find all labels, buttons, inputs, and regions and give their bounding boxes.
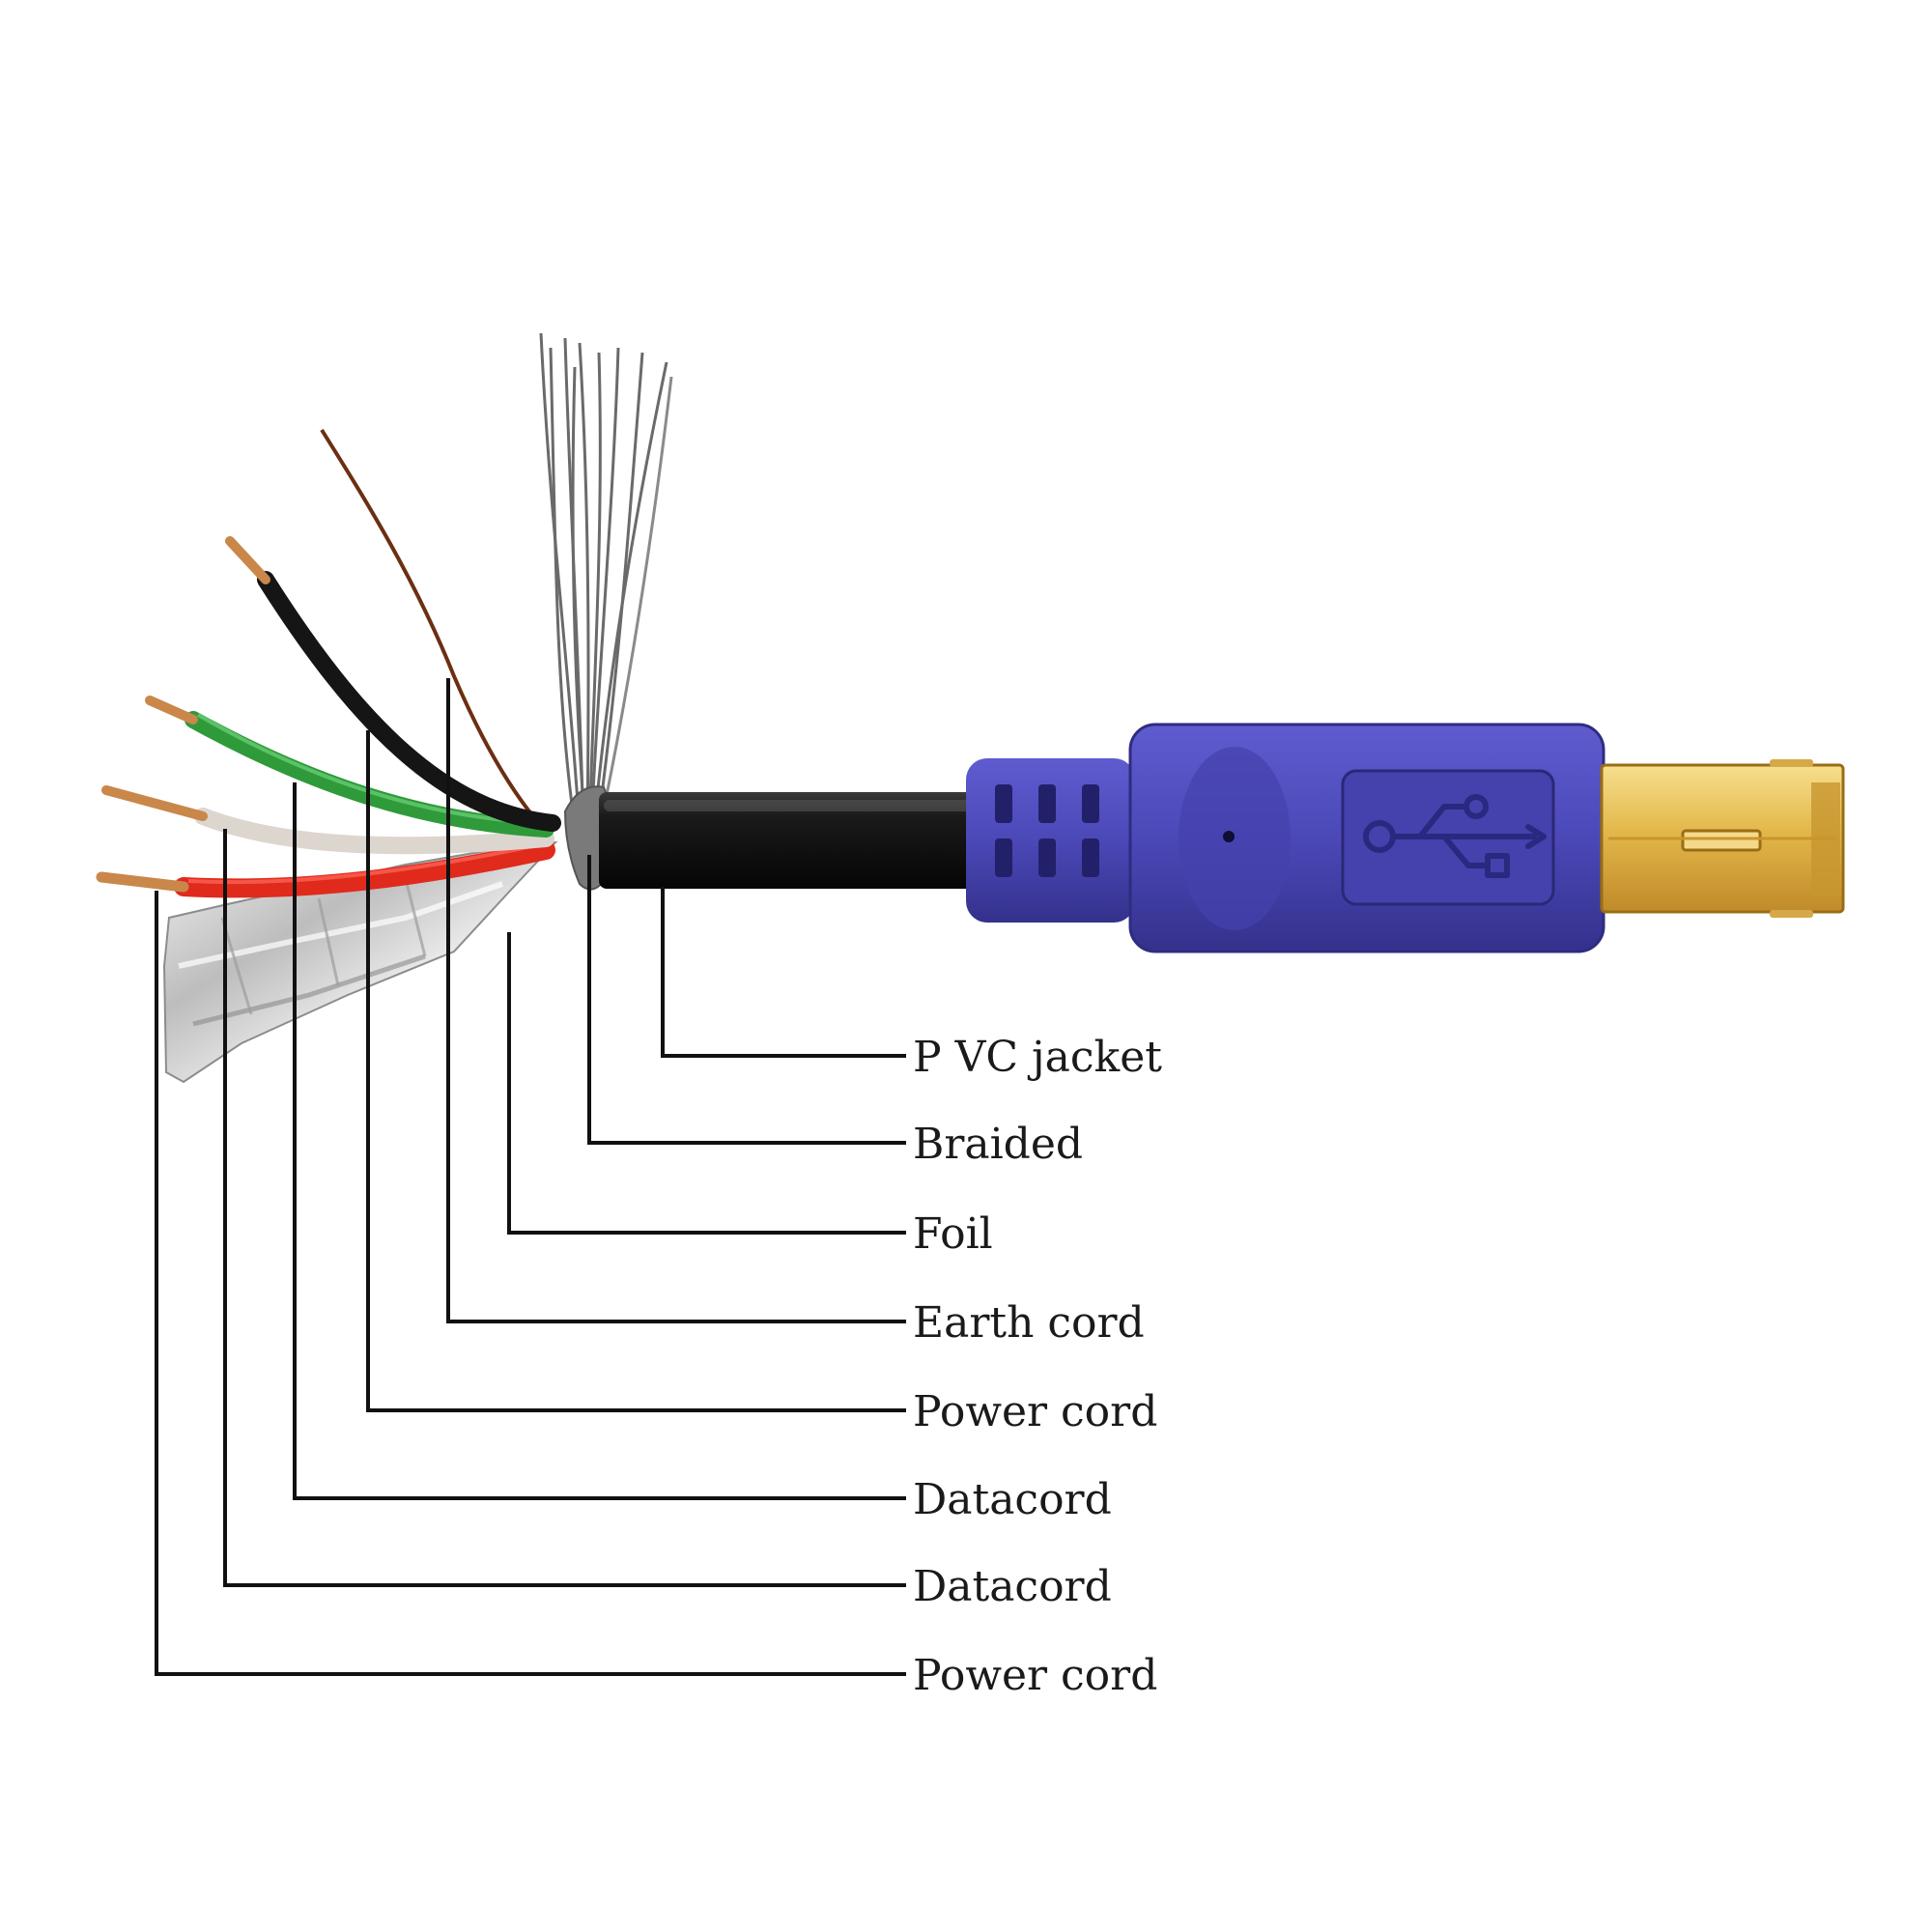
- usb-trident-icon: [1363, 794, 1547, 878]
- pvc-jacket: [599, 792, 976, 889]
- label-datacord-white: Datacord: [913, 1562, 1112, 1611]
- red-power-wire: [96, 840, 555, 898]
- strain-relief: [966, 758, 1135, 923]
- label-datacord-green: Datacord: [913, 1475, 1112, 1524]
- label-power-cord-black: Power cord: [913, 1387, 1157, 1436]
- callout-labels: P VC jacket Braided Foil Earth cord Powe…: [913, 1033, 1162, 1700]
- label-braided: Braided: [913, 1120, 1083, 1169]
- leader-line: [661, 887, 906, 1058]
- leader-lines: [155, 678, 906, 1676]
- leader-line: [223, 829, 906, 1587]
- leader-line: [293, 782, 906, 1500]
- white-data-wire: [101, 785, 554, 855]
- label-power-cord-red: Power cord: [913, 1651, 1157, 1700]
- leader-line: [507, 932, 906, 1235]
- braid-strands: [539, 332, 673, 834]
- black-power-wire: [225, 536, 561, 832]
- label-pvc-jacket: P VC jacket: [913, 1033, 1162, 1082]
- cable-artwork: [96, 332, 1845, 1084]
- earth-wire: [320, 428, 543, 828]
- leader-line: [155, 891, 906, 1676]
- leader-line: [366, 730, 906, 1412]
- label-foil: Foil: [913, 1209, 993, 1259]
- usb-b-metal-plug: [1600, 759, 1845, 918]
- leader-line: [446, 678, 906, 1323]
- leader-line: [587, 855, 906, 1145]
- green-data-wire: [145, 696, 554, 838]
- label-earth-cord: Earth cord: [913, 1298, 1145, 1348]
